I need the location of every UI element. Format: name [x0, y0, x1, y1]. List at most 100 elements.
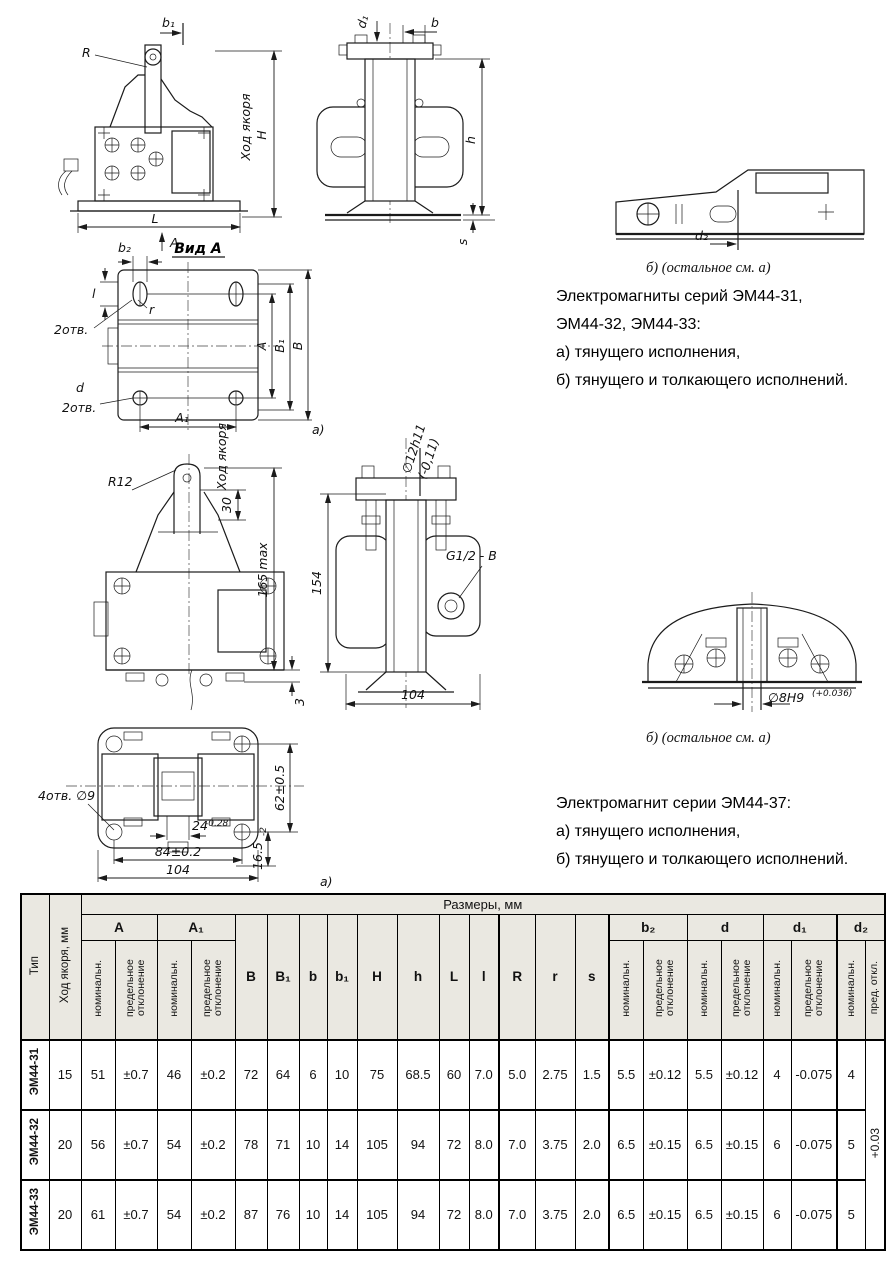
figure-view-a-em44-3x: Вид А b₂ l r 2отв. [50, 240, 330, 438]
dim-label-24: 24 [192, 818, 208, 833]
dim-label-l: l [92, 286, 96, 301]
subheader-deviation: предельное отклонение [790, 939, 838, 1040]
subfigure-label-a: а) [312, 422, 325, 437]
cell-d-dev: ±0.15 [720, 1178, 764, 1250]
dim-label-d2: d₂ [695, 228, 708, 243]
description-em44-37: Электромагнит серии ЭМ44-37: а) тянущего… [556, 790, 896, 874]
cell-d-dev: ±0.15 [720, 1108, 764, 1180]
dim-label-R12: R12 [108, 474, 133, 489]
figure-caption-b: б) (остальное см. а) [646, 260, 771, 276]
label-armature-stroke: Ход якоря [238, 93, 253, 161]
row-type-label: ЭМ44-33 [20, 1178, 50, 1250]
dim-label-d: d [76, 380, 84, 395]
header-r: r [534, 913, 576, 1040]
header-B1: B₁ [266, 913, 300, 1040]
drawing-front-view: H Ход якоря R b₁ [58, 15, 282, 251]
text-line: б) тянущего и толкающего исполнений. [556, 851, 849, 868]
cell-d2-nom: 4 [836, 1039, 866, 1110]
cell-stroke: 20 [48, 1178, 82, 1250]
dim-label-r: r [149, 302, 155, 317]
dim-label-b1: b₁ [162, 15, 175, 30]
dim-label-A: A [254, 342, 269, 352]
dim-label-B1: B₁ [272, 339, 287, 353]
dim-label-R: R [82, 45, 91, 60]
cell-b2-dev: ±0.15 [642, 1108, 688, 1180]
header-group-A1: A₁ [156, 913, 236, 941]
cell-b1: 14 [326, 1178, 358, 1250]
label-armature-stroke-37: Ход якоря [214, 423, 229, 491]
header-dimensions-mm: Размеры, мм [80, 893, 886, 915]
dim-label-d8h9-tolerance: (+0.036) [812, 689, 852, 699]
drawing-side-view: d₁ b h s [316, 13, 495, 245]
cell-d2-nom: 5 [836, 1178, 866, 1250]
cell-A1-nom: 54 [156, 1108, 192, 1180]
cell-s: 1.5 [574, 1039, 610, 1110]
header-group-d: d [686, 913, 764, 941]
cell-b2-nom: 5.5 [608, 1039, 644, 1110]
cell-d1-nom: 6 [762, 1178, 792, 1250]
subheader-nominal: номинальн. [80, 939, 116, 1040]
row-type-label: ЭМ44-32 [20, 1108, 50, 1180]
figure-bottom-view-em44-37: 4отв. ∅9 62±0.5 16.5 -2 24 -0.28 84±0.2 [36, 708, 336, 890]
cell-r: 2.75 [534, 1039, 576, 1110]
drawing-front-view-37: R12 Ход якоря 30 165 max [93, 423, 307, 711]
header-group-b2: b₂ [608, 913, 688, 941]
cell-A1-dev: ±0.2 [190, 1039, 236, 1110]
dim-label-3: 3 [292, 698, 307, 706]
cell-A-nom: 61 [80, 1178, 116, 1250]
cell-L: 72 [438, 1108, 470, 1180]
cell-A1-dev: ±0.2 [190, 1108, 236, 1180]
header-group-d2: d₂ [836, 913, 886, 941]
subheader-nominal: номинальн. [836, 939, 866, 1040]
text-line: Электромагниты серий ЭМ44-31, [556, 288, 803, 305]
figure-push-profile-em44-3x: d₂ б) (остальное см. а) [598, 140, 890, 277]
row-type-label: ЭМ44-31 [20, 1039, 50, 1110]
cell-b1: 10 [326, 1039, 358, 1110]
header-H: H [356, 913, 398, 1040]
dim-label-B: B [290, 342, 305, 351]
subheader-deviation: предельное отклонение [720, 939, 764, 1040]
drawing-push-dome: ∅8H9 (+0.036) [642, 592, 862, 712]
dim-label-62: 62±0.5 [272, 765, 287, 811]
figure-push-dome-em44-37: ∅8H9 (+0.036) б) (остальное см. а) [616, 580, 891, 747]
dim-label-g12b: G1/2 - B [446, 548, 497, 563]
cell-b1: 14 [326, 1108, 358, 1180]
dim-label-h: h [463, 136, 478, 144]
cell-d-nom: 6.5 [686, 1108, 722, 1180]
holes-note-bottom: 2отв. [62, 400, 96, 415]
cell-b2-nom: 6.5 [608, 1108, 644, 1180]
figure-caption-b-37: б) (остальное см. а) [646, 730, 771, 746]
cell-A-nom: 56 [80, 1108, 116, 1180]
cell-d2-dev-span: +0.03 [864, 1039, 886, 1250]
header-l: l [468, 913, 500, 1040]
dim-label-16-5-tolerance: -2 [259, 827, 269, 836]
cell-b2-dev: ±0.12 [642, 1039, 688, 1110]
view-direction-label-A: A [169, 235, 179, 250]
dim-label-84: 84±0.2 [155, 844, 201, 859]
drawing-view-a: Вид А b₂ l r 2отв. [54, 240, 325, 437]
header-type: Тип [20, 893, 50, 1040]
cell-B: 87 [234, 1178, 268, 1250]
header-armature-stroke: Ход якоря, мм [48, 893, 82, 1040]
header-group-A: A [80, 913, 158, 941]
cell-A-nom: 51 [80, 1039, 116, 1110]
cell-H: 105 [356, 1178, 398, 1250]
dim-label-b2: b₂ [118, 240, 131, 255]
cell-l: 8.0 [468, 1178, 500, 1250]
cell-B1: 71 [266, 1108, 300, 1180]
cell-B1: 64 [266, 1039, 300, 1110]
cell-d1-dev: -0.075 [790, 1108, 838, 1180]
drawing-bottom-view-37: 4отв. ∅9 62±0.5 16.5 -2 24 -0.28 84±0.2 [38, 727, 333, 889]
dim-label-30: 30 [219, 497, 234, 513]
dim-label-d8h9: ∅8H9 [768, 690, 804, 705]
view-a-title: Вид А [174, 241, 222, 257]
figure-side-view-em44-3x: d₁ b h s [285, 13, 500, 250]
cell-r: 3.75 [534, 1178, 576, 1250]
cell-b: 10 [298, 1178, 328, 1250]
cell-s: 2.0 [574, 1178, 610, 1250]
figure-front-view-em44-37: R12 Ход якоря 30 165 max [78, 420, 313, 715]
dim-label-d1: d₁ [353, 13, 371, 29]
cell-H: 105 [356, 1108, 398, 1180]
text-line: а) тянущего исполнения, [556, 344, 741, 361]
